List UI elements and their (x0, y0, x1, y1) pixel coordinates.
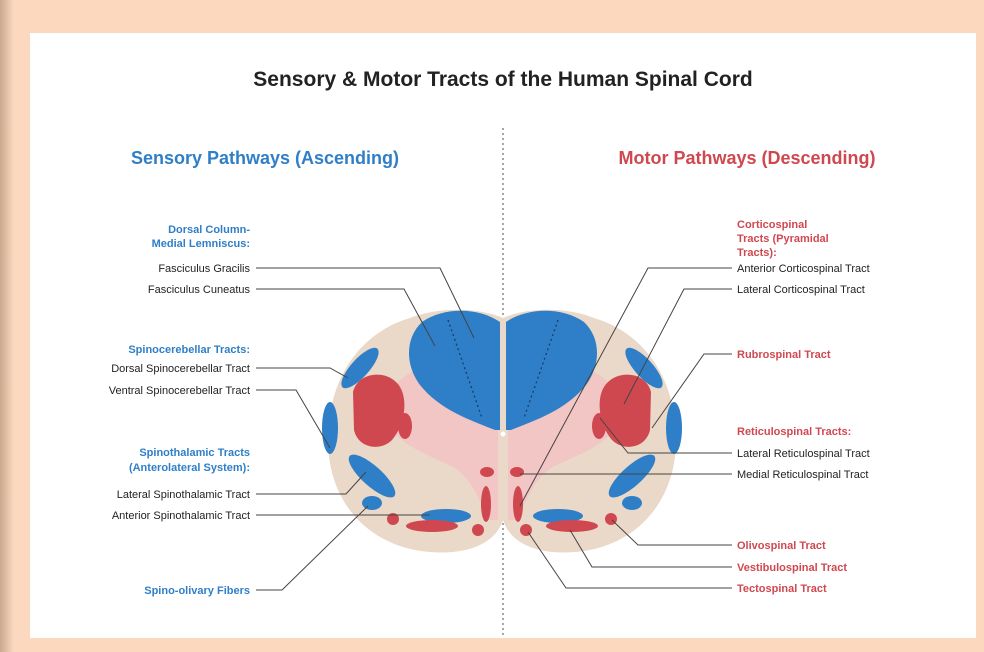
central-canal (501, 432, 506, 437)
spino-olivary-left (362, 496, 382, 510)
leader-dorsal-spinocerebellar (256, 368, 348, 378)
spinothalamic-heading-2: (Anterolateral System): (129, 462, 250, 474)
label-anterior-corticospinal: Anterior Corticospinal Tract (737, 263, 870, 275)
sensory-heading: Sensory Pathways (Ascending) (131, 148, 399, 168)
label-tectospinal: Tectospinal Tract (737, 583, 827, 595)
reticulospinal-left (480, 467, 494, 477)
corticospinal-heading-1: Corticospinal (737, 219, 807, 231)
reticulospinal-heading: Reticulospinal Tracts: (737, 426, 851, 438)
spino-olivary-right (622, 496, 642, 510)
label-olivospinal: Olivospinal Tract (737, 540, 826, 552)
ventral-spinocerebellar-right (666, 402, 682, 454)
label-lateral-spinothalamic: Lateral Spinothalamic Tract (117, 489, 250, 501)
vestibulospinal-left (406, 520, 458, 532)
dorsal-column-heading-2: Medial Lemniscus: (152, 238, 250, 250)
label-rubrospinal: Rubrospinal Tract (737, 349, 831, 361)
ventral-spinocerebellar-left (322, 402, 338, 454)
corticospinal-heading-3: Tracts): (737, 247, 777, 259)
tectospinal-right (520, 524, 532, 536)
dorsal-column-heading-1: Dorsal Column- (168, 224, 250, 236)
label-medial-reticulospinal: Medial Reticulospinal Tract (737, 469, 868, 481)
rubrospinal-right (592, 413, 606, 439)
label-spino-olivary: Spino-olivary Fibers (144, 585, 250, 597)
leader-ventral-spinocerebellar (256, 390, 330, 448)
label-lateral-reticulospinal: Lateral Reticulospinal Tract (737, 448, 870, 460)
label-ventral-spinocerebellar: Ventral Spinocerebellar Tract (109, 385, 250, 397)
rubrospinal-left (398, 413, 412, 439)
diagram-title: Sensory & Motor Tracts of the Human Spin… (253, 68, 752, 91)
vestibulospinal-right (546, 520, 598, 532)
spinocerebellar-heading: Spinocerebellar Tracts: (128, 344, 250, 356)
reticulospinal-right (510, 467, 524, 477)
motor-heading: Motor Pathways (Descending) (618, 148, 875, 168)
label-fasciculus-gracilis: Fasciculus Gracilis (158, 263, 250, 275)
label-dorsal-spinocerebellar: Dorsal Spinocerebellar Tract (111, 363, 250, 375)
leader-spino-olivary (256, 506, 368, 590)
label-vestibulospinal: Vestibulospinal Tract (737, 562, 847, 574)
label-anterior-spinothalamic: Anterior Spinothalamic Tract (112, 510, 250, 522)
label-fasciculus-cuneatus: Fasciculus Cuneatus (148, 284, 251, 296)
spinothalamic-heading-1: Spinothalamic Tracts (139, 447, 250, 459)
tectospinal-left (472, 524, 484, 536)
label-lateral-corticospinal: Lateral Corticospinal Tract (737, 284, 865, 296)
corticospinal-heading-2: Tracts (Pyramidal (737, 233, 829, 245)
anterior-corticospinal-left (481, 486, 491, 522)
